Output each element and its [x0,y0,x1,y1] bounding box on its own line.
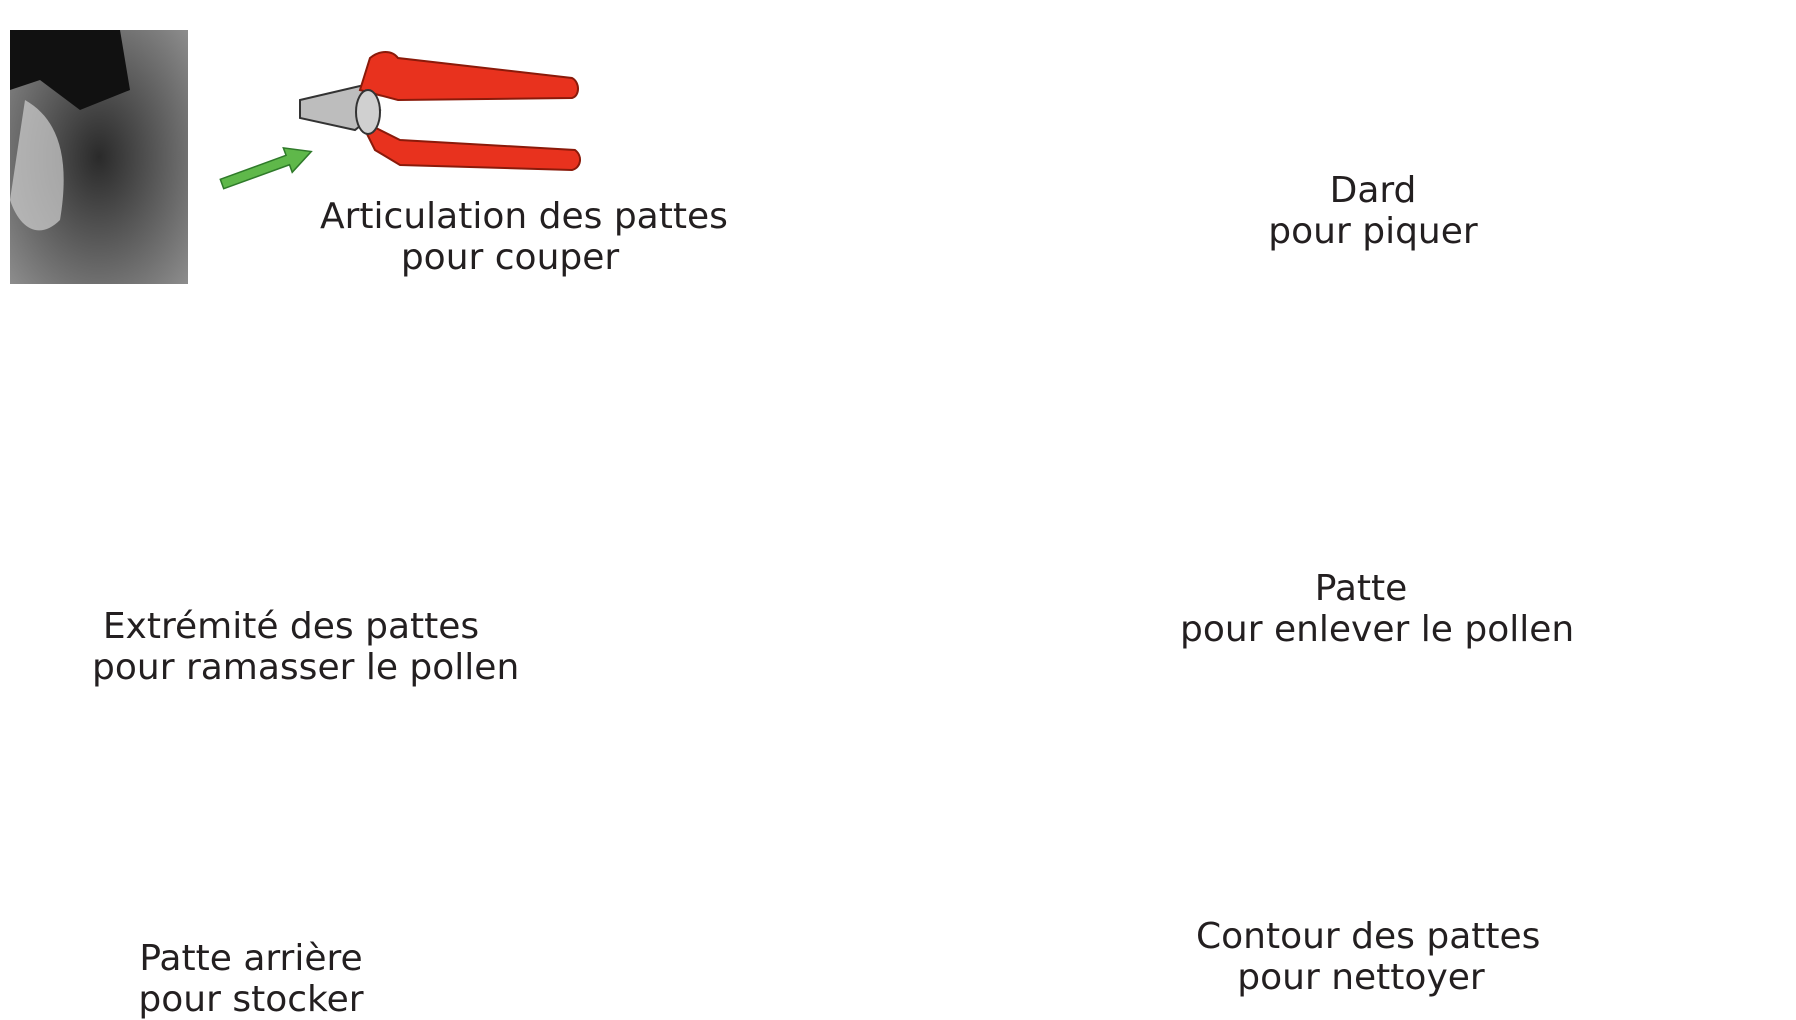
label-remove-line2: pour enlever le pollen [1180,609,1542,650]
label-sting-line1: Dard [1258,170,1488,211]
label-remove-line1: Patte [1180,568,1542,609]
arrow-mandible-to-pliers [218,139,316,196]
label-gather-line1: Extrémité des pattes [92,606,490,647]
label-remove: Patte pour enlever le pollen [1180,568,1542,650]
label-gather-line2: pour ramasser le pollen [92,647,490,688]
pliers-icon [300,52,580,170]
label-clean-line2: pour nettoyer [1196,957,1526,998]
label-sting-line2: pour piquer [1258,211,1488,252]
label-cut-line1: Articulation des pattes [320,196,700,237]
label-clean: Contour des pattes pour nettoyer [1196,916,1526,998]
label-clean-line1: Contour des pattes [1196,916,1526,957]
bee-mandible-photo [10,30,188,284]
label-cut-line2: pour couper [320,237,700,278]
label-store-line1: Patte arrière [138,938,364,979]
label-store-line2: pour stocker [138,979,364,1020]
label-gather: Extrémité des pattes pour ramasser le po… [92,606,490,688]
label-sting: Dard pour piquer [1258,170,1488,252]
label-store: Patte arrière pour stocker [138,938,364,1020]
label-cut: Articulation des pattes pour couper [320,196,700,278]
